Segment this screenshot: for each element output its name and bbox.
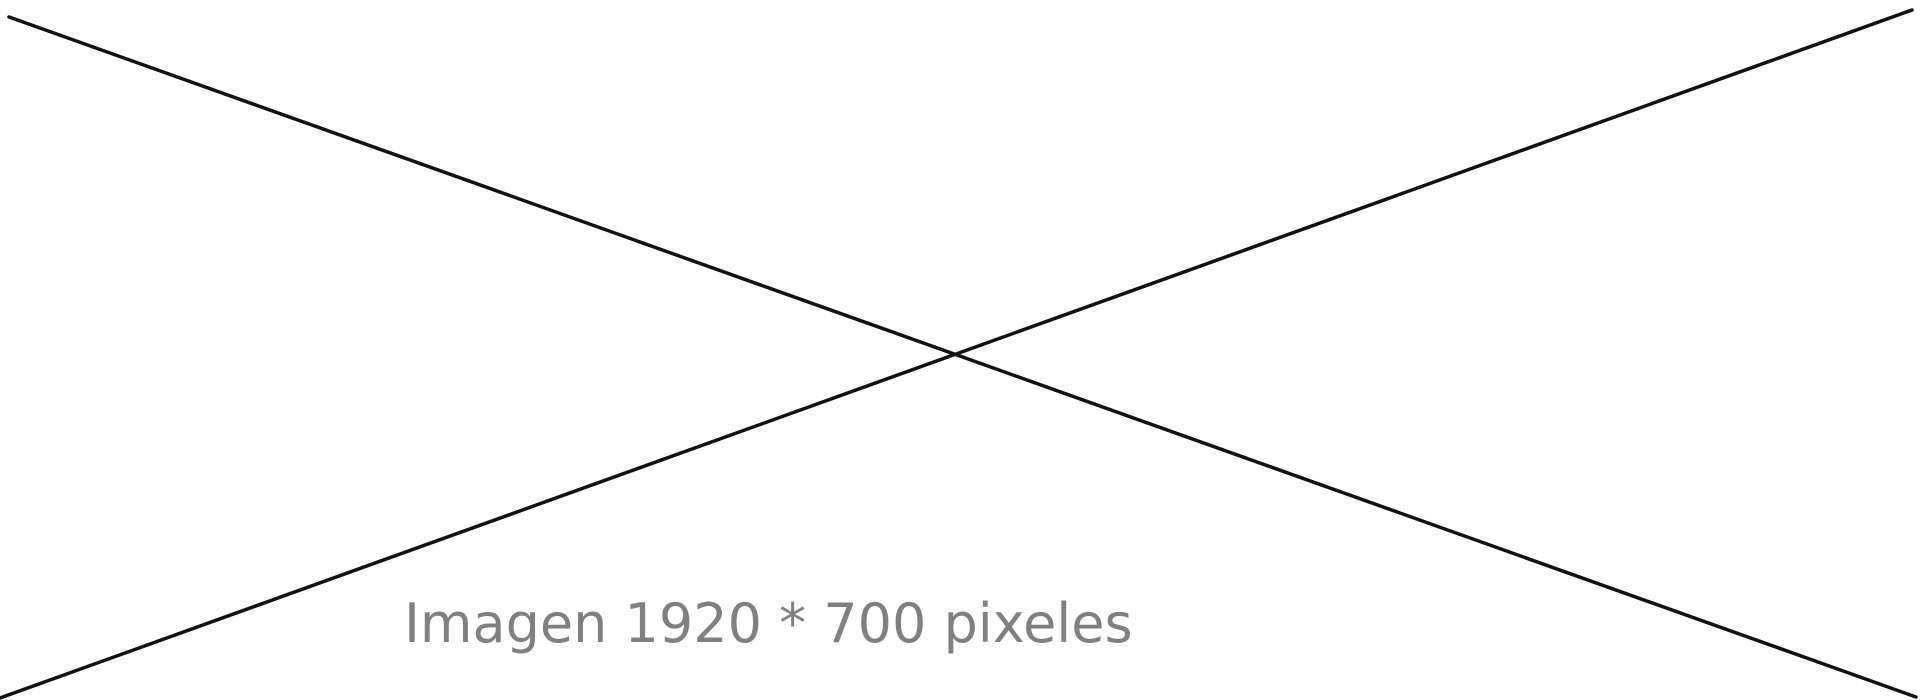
placeholder-caption: Imagen 1920 * 700 pixeles [404, 592, 1133, 655]
diagonal-line-descending [7, 15, 1918, 699]
diagonal-line-ascending [0, 8, 1914, 700]
